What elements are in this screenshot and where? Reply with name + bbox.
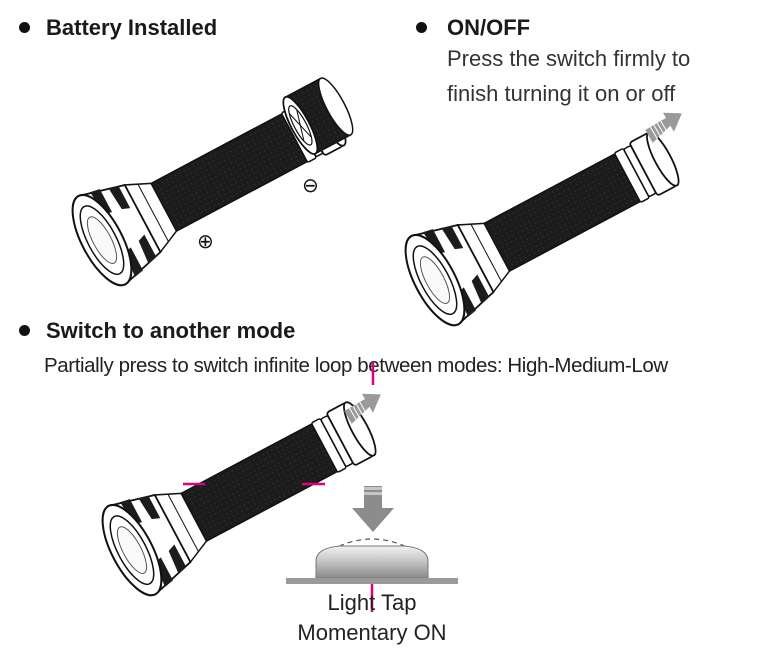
bullet-icon [19, 22, 30, 33]
flashlight-illustration [392, 110, 695, 335]
onoff-line-1: Press the switch firmly to [447, 46, 691, 71]
mode-heading: Switch to another mode [46, 318, 296, 343]
onoff-line-2: finish turning it on or off [447, 81, 676, 106]
switch-button-detail [286, 538, 458, 612]
bullet-icon [416, 22, 427, 33]
button-caption-line-2: Momentary ON [297, 620, 447, 645]
minus-symbol: ⊖ [302, 173, 319, 197]
down-arrow-icon [352, 486, 394, 532]
plus-symbol: ⊕ [197, 229, 214, 253]
button-caption-line-1: Light Tap [327, 590, 417, 615]
mode-description: Partially press to switch infinite loop … [44, 354, 668, 377]
bullet-icon [19, 325, 30, 336]
battery-heading: Battery Installed [46, 15, 218, 40]
onoff-heading: ON/OFF [447, 15, 531, 40]
